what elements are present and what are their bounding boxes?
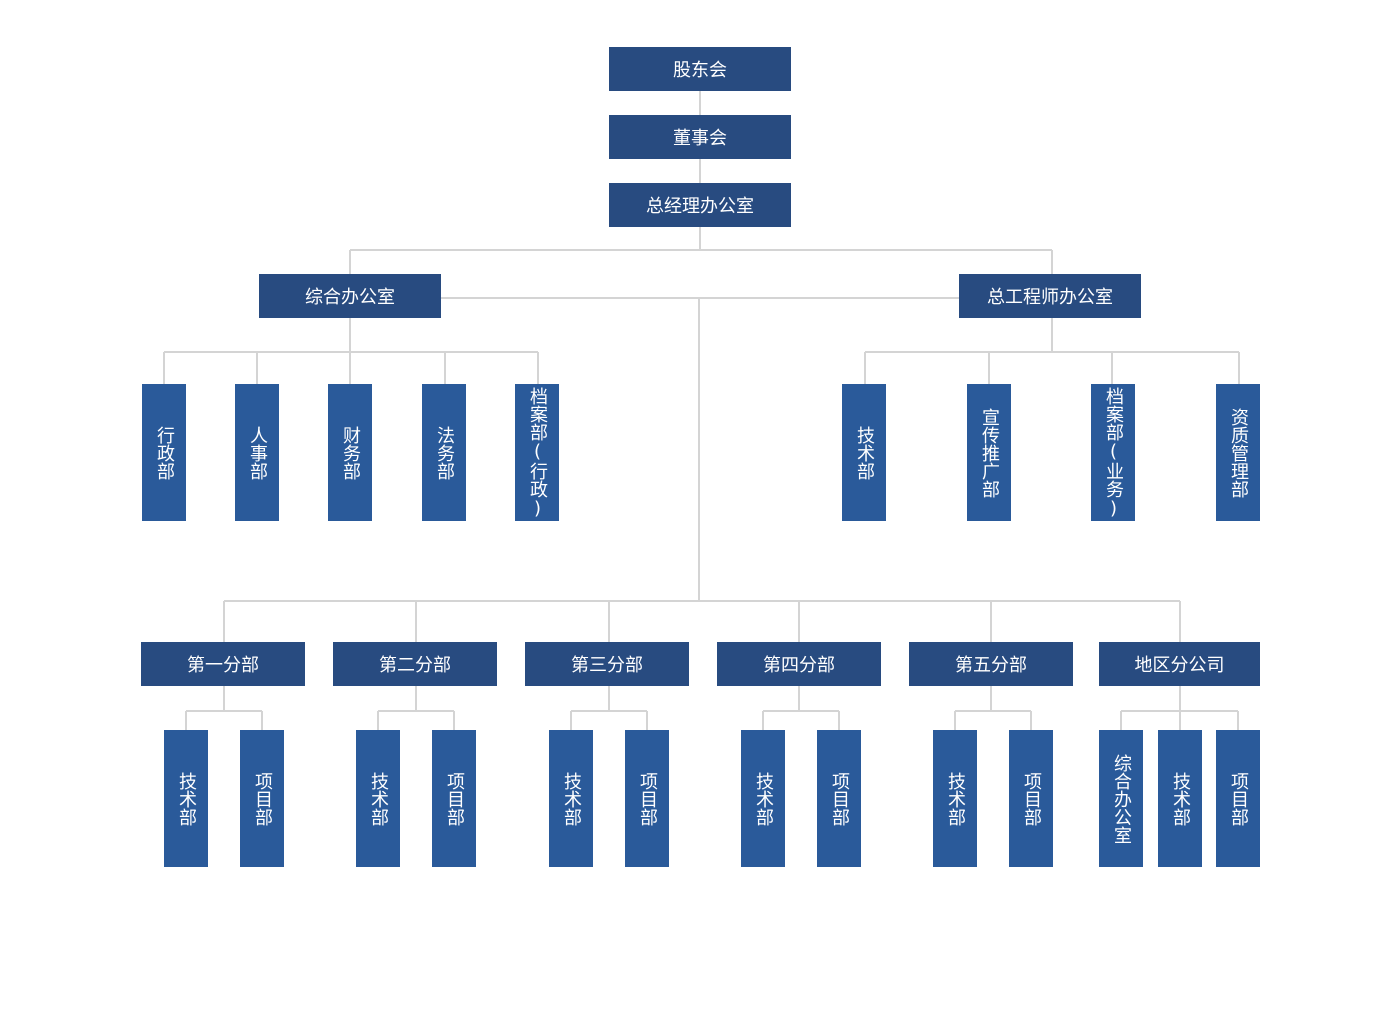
node-dept-promotion: 宣传推广部 — [967, 384, 1011, 521]
node-dept-finance: 财务部 — [328, 384, 372, 521]
node-branch-5-tech: 技术部 — [933, 730, 977, 867]
node-dept-tech: 技术部 — [842, 384, 886, 521]
node-gm-office: 总经理办公室 — [609, 183, 791, 227]
node-branch-4-project: 项目部 — [817, 730, 861, 867]
node-dept-qualification: 资质管理部 — [1216, 384, 1260, 521]
node-regional-project: 项目部 — [1216, 730, 1260, 867]
node-branch-1-project: 项目部 — [240, 730, 284, 867]
node-chief-engineer-office: 总工程师办公室 — [959, 274, 1141, 318]
node-dept-admin: 行政部 — [142, 384, 186, 521]
node-branch-2-tech: 技术部 — [356, 730, 400, 867]
node-branch-2-project: 项目部 — [432, 730, 476, 867]
node-branch-4-tech: 技术部 — [741, 730, 785, 867]
node-branch-3-tech: 技术部 — [549, 730, 593, 867]
node-branch-1-tech: 技术部 — [164, 730, 208, 867]
node-regional-tech: 技术部 — [1158, 730, 1202, 867]
node-branch-5: 第五分部 — [909, 642, 1073, 686]
node-dept-archive-admin: 档案部(行政) — [515, 384, 559, 521]
node-dept-archive-business: 档案部(业务) — [1091, 384, 1135, 521]
node-branch-4: 第四分部 — [717, 642, 881, 686]
node-branch-5-project: 项目部 — [1009, 730, 1053, 867]
node-dept-legal: 法务部 — [422, 384, 466, 521]
node-branch-3: 第三分部 — [525, 642, 689, 686]
node-branch-2: 第二分部 — [333, 642, 497, 686]
node-board: 董事会 — [609, 115, 791, 159]
node-branch-1: 第一分部 — [141, 642, 305, 686]
node-branch-regional: 地区分公司 — [1099, 642, 1260, 686]
node-branch-3-project: 项目部 — [625, 730, 669, 867]
node-shareholders: 股东会 — [609, 47, 791, 91]
node-dept-hr: 人事部 — [235, 384, 279, 521]
node-regional-general-office: 综合办公室 — [1099, 730, 1143, 867]
node-general-office: 综合办公室 — [259, 274, 441, 318]
